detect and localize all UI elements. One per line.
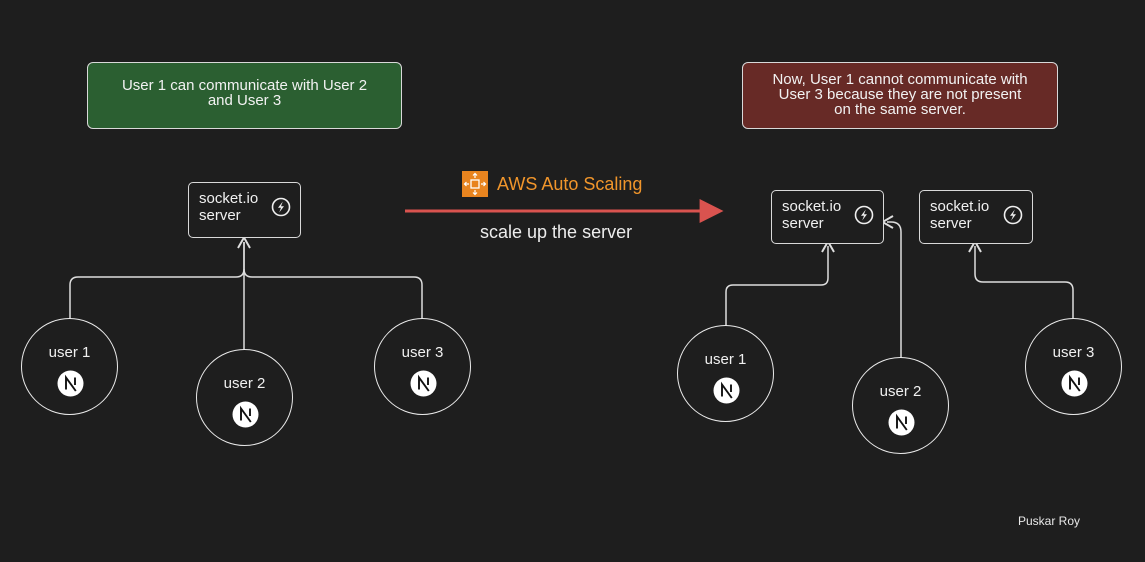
connector-user1-left — [69, 235, 251, 319]
user-label: user 1 — [48, 344, 91, 361]
socketio-icon — [854, 205, 874, 225]
author-credit: Puskar Roy — [1018, 514, 1081, 528]
right-note-line3: on the same server. — [834, 101, 966, 118]
right-user-1: user 1 — [677, 325, 774, 422]
nextjs-icon — [1061, 370, 1088, 397]
server-label-line2: server — [199, 207, 241, 224]
aws-auto-scaling-icon — [462, 171, 488, 197]
nextjs-icon — [713, 377, 740, 404]
connector-user1-right — [725, 239, 835, 326]
right-note-line1: Now, User 1 cannot communicate with — [772, 71, 1028, 88]
server-label-line2: server — [782, 215, 824, 232]
connector-user3-left — [243, 268, 423, 319]
right-user-2: user 2 — [852, 357, 949, 454]
right-socketio-server-1: socket.io server — [771, 190, 884, 244]
aws-auto-scaling-label: AWS Auto Scaling — [462, 171, 642, 197]
server-label-line1: socket.io — [782, 198, 842, 215]
left-socketio-server: socket.io server — [188, 182, 301, 238]
left-user-3: user 3 — [374, 318, 471, 415]
user-label: user 3 — [1052, 344, 1095, 361]
nextjs-icon — [888, 409, 915, 436]
user-label: user 2 — [223, 375, 266, 392]
connector-user2-right — [880, 215, 902, 358]
scale-up-caption: scale up the server — [480, 222, 633, 242]
left-user-2: user 2 — [196, 349, 293, 446]
user-label: user 1 — [704, 351, 747, 368]
aws-auto-scaling-text: AWS Auto Scaling — [497, 173, 643, 194]
user-label: user 2 — [879, 383, 922, 400]
socketio-icon — [271, 197, 291, 217]
left-user-1: user 1 — [21, 318, 118, 415]
server-label-line1: socket.io — [930, 198, 990, 215]
server-label-line1: socket.io — [199, 190, 259, 207]
server-label-line2: server — [930, 215, 972, 232]
left-note-line1: User 1 can communicate with User 2 — [121, 77, 368, 94]
left-note-line2: and User 3 — [207, 92, 282, 109]
nextjs-icon — [410, 370, 437, 397]
right-note-line2: User 3 because they are not present — [778, 86, 1022, 103]
left-note: User 1 can communicate with User 2 and U… — [87, 62, 402, 129]
user-label: user 3 — [401, 344, 444, 361]
right-user-3: user 3 — [1025, 318, 1122, 415]
right-note: Now, User 1 cannot communicate with User… — [742, 62, 1058, 129]
right-socketio-server-2: socket.io server — [919, 190, 1033, 244]
nextjs-icon — [232, 401, 259, 428]
nextjs-icon — [57, 370, 84, 397]
socketio-icon — [1003, 205, 1023, 225]
connector-user3-right — [968, 239, 1074, 319]
